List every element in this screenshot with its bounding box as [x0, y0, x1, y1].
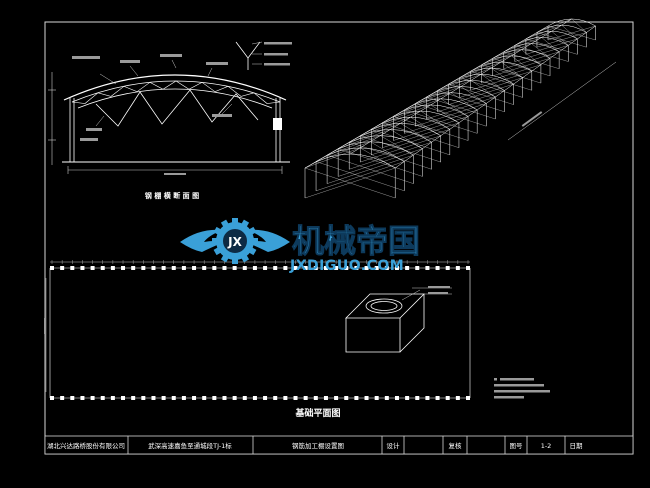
gear-wings-icon: JX	[212, 218, 258, 264]
footing-block-detail	[345, 286, 452, 353]
shed-dimension	[507, 61, 617, 141]
title-project: 武深高速嘉鱼至通城段TJ-1标	[148, 441, 232, 450]
steel-shed-perspective	[304, 18, 596, 199]
title-review-label: 复核	[449, 441, 463, 450]
foundation-plan-title: 基础平面图	[294, 407, 340, 419]
title-company: 湖北兴达路桥股份有限公司	[47, 441, 125, 450]
arch-cross-section	[48, 54, 290, 175]
title-block: 湖北兴达路桥股份有限公司 武深高速嘉鱼至通城段TJ-1标 钢筋加工棚设置图 设计…	[44, 435, 634, 455]
title-figure-no-label: 图号	[510, 442, 524, 450]
brand-domain: JXDIGUO.COM	[289, 258, 404, 274]
connection-detail	[235, 41, 292, 70]
title-figure-no: 1-2	[541, 442, 552, 450]
brand-name-cn: 机械帝国	[292, 222, 420, 260]
right-wing-icon	[246, 229, 290, 252]
watermark-logo: JX 机械帝国 JXDIGUO.COM	[180, 218, 421, 274]
notes-block	[494, 378, 550, 399]
arch-section-title: 钢 棚 横 断 面 图	[145, 191, 199, 200]
title-drawing-name: 钢筋加工棚设置图	[292, 441, 344, 450]
left-wing-icon	[180, 229, 224, 252]
title-design-label: 设计	[387, 441, 401, 450]
emblem-letters: JX	[227, 235, 242, 249]
title-date-label: 日期	[570, 442, 584, 450]
foundation-plan	[44, 260, 471, 400]
